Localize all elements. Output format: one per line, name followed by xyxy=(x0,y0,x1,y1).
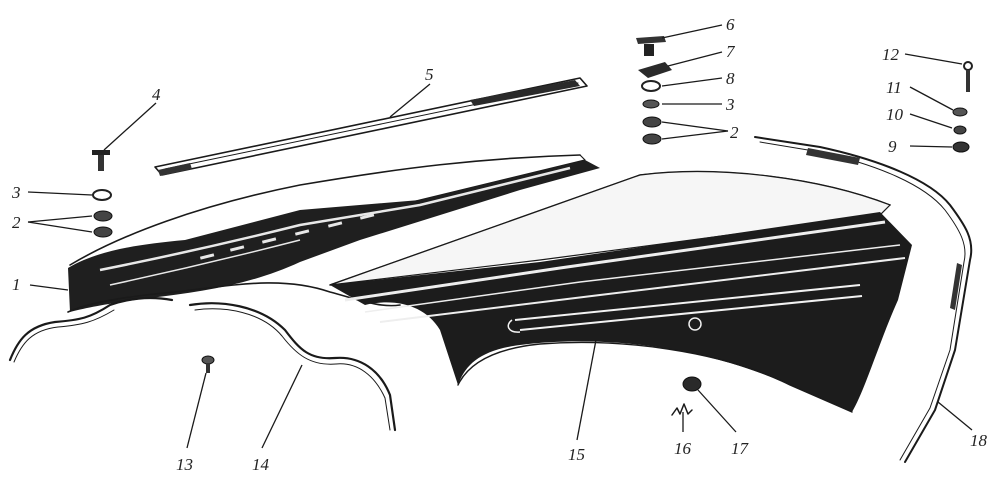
callout-labels: 1 2 2 3 3 4 5 6 7 8 9 10 11 12 13 14 15 … xyxy=(11,15,988,474)
nuts-part-2-right xyxy=(642,116,662,145)
callout-9: 9 xyxy=(888,137,897,156)
leader-lines xyxy=(27,24,973,449)
rivet-part-13 xyxy=(201,355,215,373)
fender-rear-section-part-1 xyxy=(67,154,600,313)
callout-10: 10 xyxy=(886,105,904,124)
washer-part-11 xyxy=(952,107,968,117)
washer-part-3-right xyxy=(642,99,660,109)
edge-strip-part-18 xyxy=(754,136,973,463)
callout-13: 13 xyxy=(176,455,193,474)
hook-part-12 xyxy=(963,61,973,92)
callout-3-right: 3 xyxy=(725,95,735,114)
callout-5: 5 xyxy=(425,65,434,84)
screw-part-4 xyxy=(92,150,110,171)
callout-11: 11 xyxy=(886,78,902,97)
callout-8: 8 xyxy=(726,69,735,88)
callout-6: 6 xyxy=(726,15,735,34)
front-fender-panel-part-15 xyxy=(329,170,912,413)
nuts-part-2-left xyxy=(93,210,113,238)
callout-12: 12 xyxy=(882,45,900,64)
trim-strip-part-5 xyxy=(154,77,588,176)
washer-part-3-left xyxy=(92,189,112,201)
spring-clip-part-16 xyxy=(671,403,693,416)
callout-7: 7 xyxy=(726,42,736,61)
clip-part-6 xyxy=(636,36,666,56)
plug-part-17 xyxy=(682,376,702,392)
wheel-arch-beading-part-14 xyxy=(8,296,397,432)
washer-part-8 xyxy=(641,80,661,92)
clip-plate-part-7 xyxy=(638,62,672,78)
callout-16: 16 xyxy=(674,439,692,458)
callout-2-right: 2 xyxy=(730,123,739,142)
nut-part-9 xyxy=(952,141,970,153)
callout-14: 14 xyxy=(252,455,270,474)
callout-1: 1 xyxy=(12,275,21,294)
callout-4: 4 xyxy=(152,85,161,104)
callout-17: 17 xyxy=(731,439,750,458)
callout-15: 15 xyxy=(568,445,585,464)
callout-18: 18 xyxy=(970,431,988,450)
callout-3-left: 3 xyxy=(11,183,21,202)
washer-part-10 xyxy=(953,125,967,135)
callout-2-left: 2 xyxy=(12,213,21,232)
